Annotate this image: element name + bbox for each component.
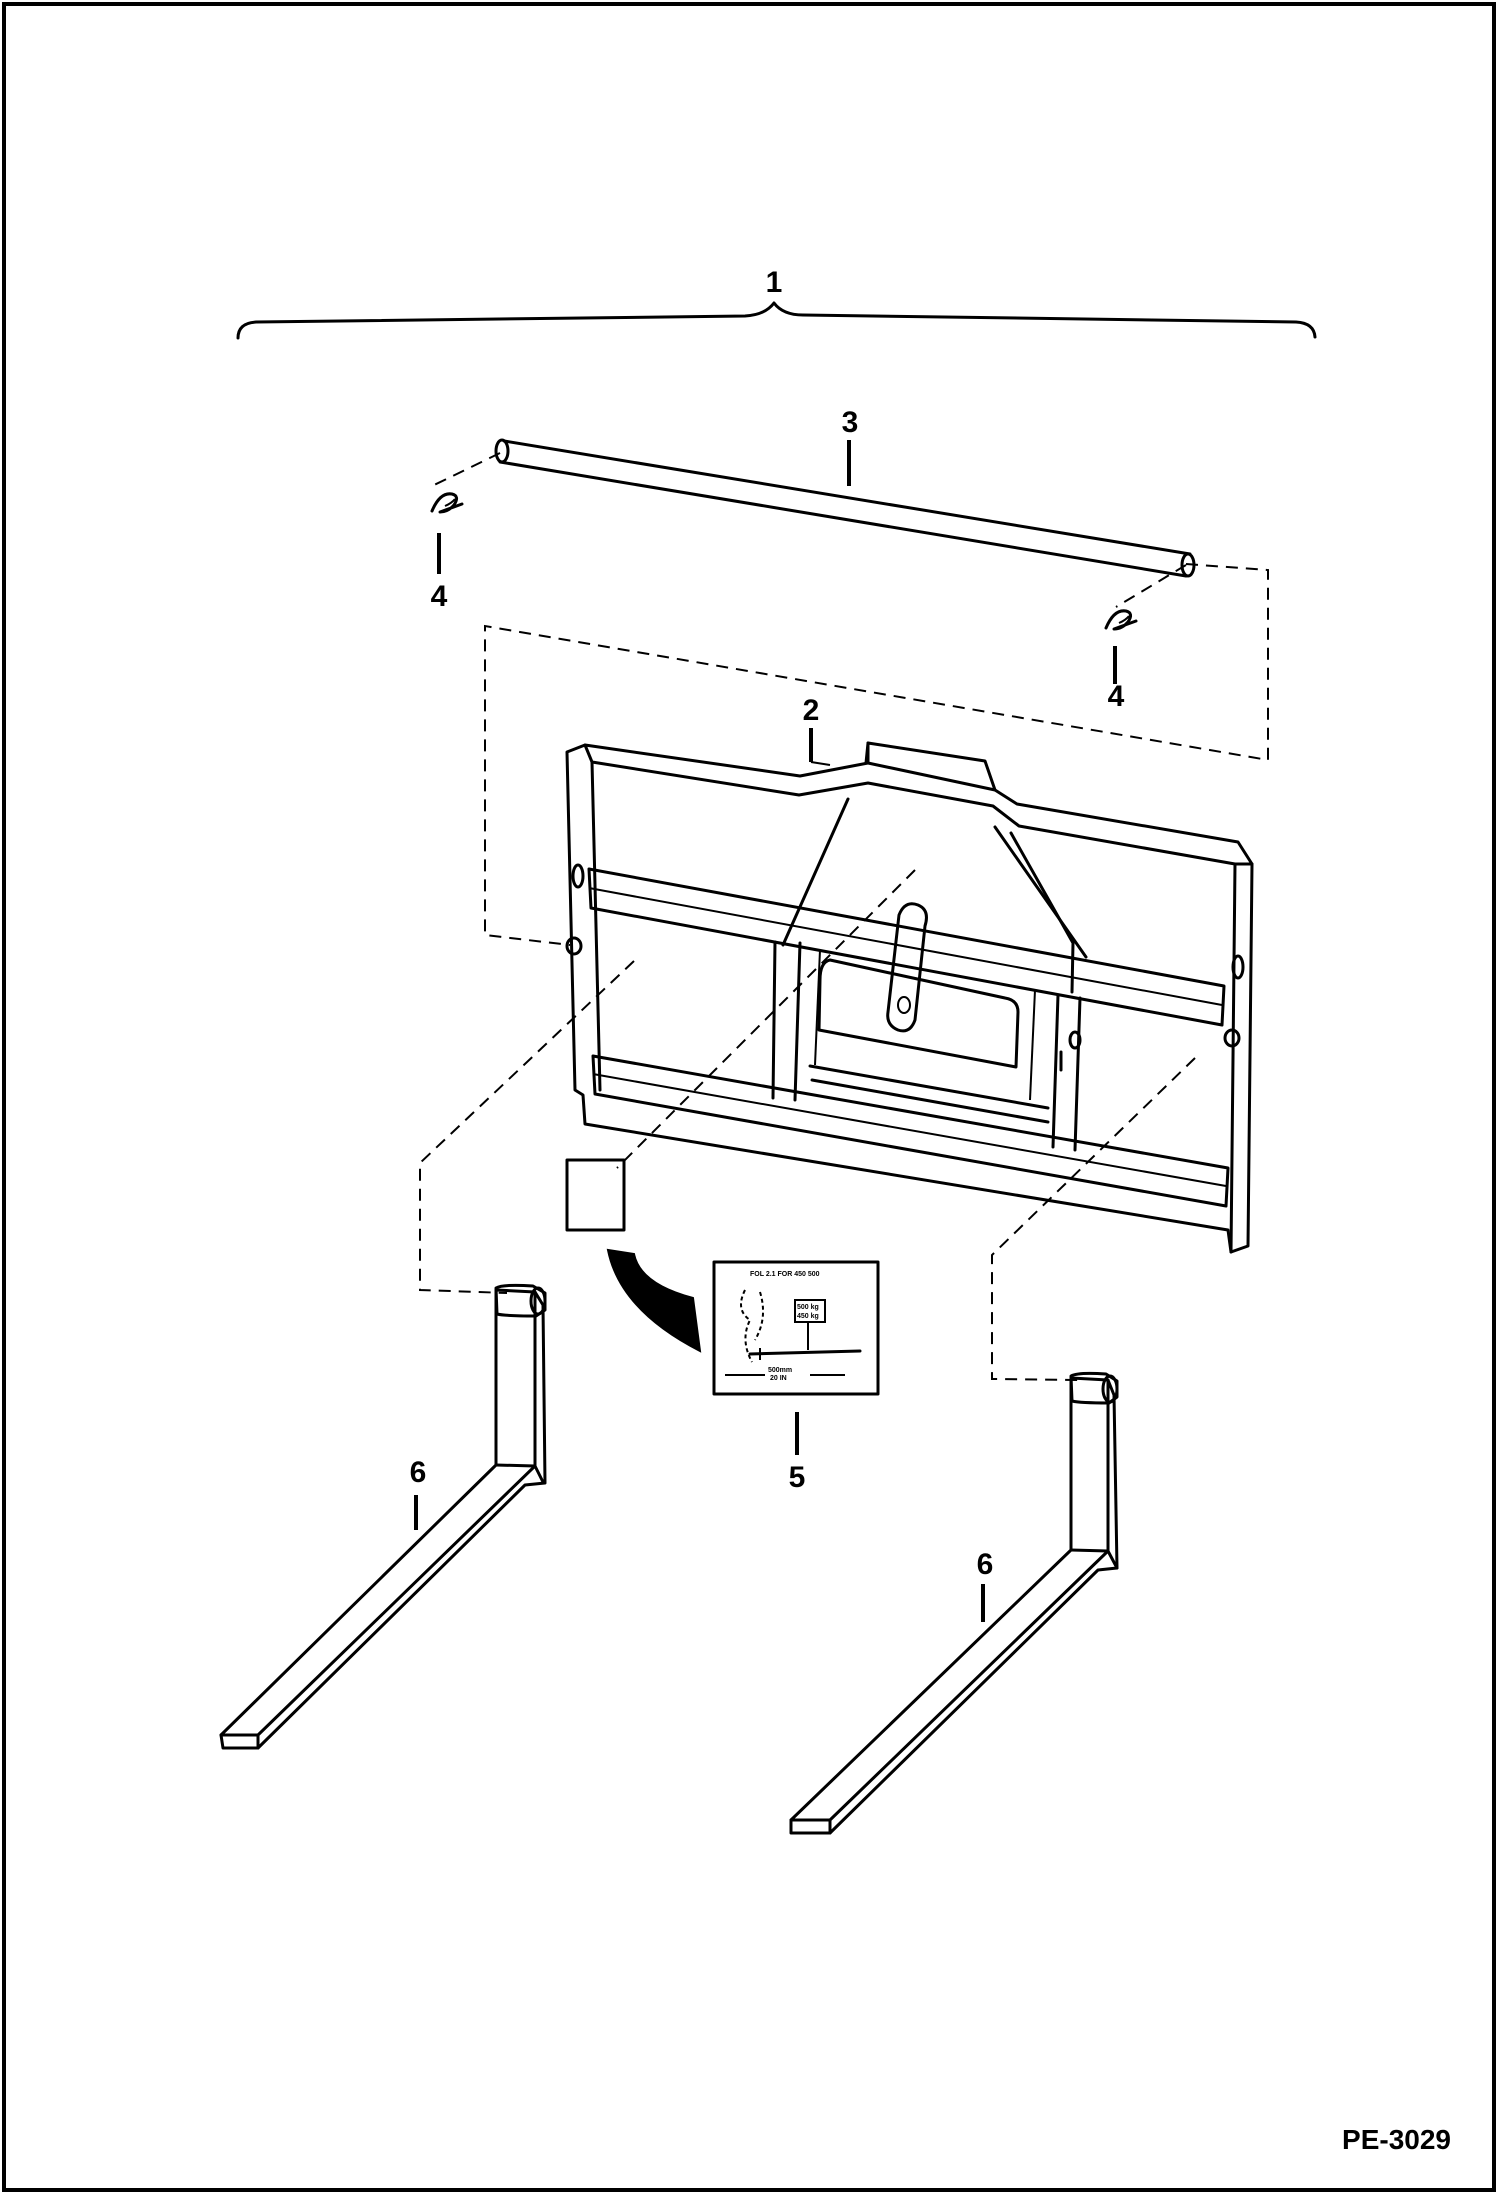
callout-6-right: 6 [977, 1548, 994, 1581]
clip-left [430, 492, 464, 514]
figure-code: PE-3029 [1342, 2124, 1451, 2155]
fork-left [219, 1283, 547, 1750]
clip-right [1104, 609, 1138, 631]
callout-6-left: 6 [410, 1456, 427, 1489]
callout-2: 2 [803, 694, 820, 727]
fork-right [789, 1371, 1119, 1835]
decal-arrow [606, 1248, 702, 1353]
callout-4-left: 4 [431, 580, 448, 613]
fork-frame [565, 741, 1254, 1254]
svg-text:20 IN: 20 IN [770, 1375, 787, 1382]
callout-1: 1 [766, 266, 783, 299]
svg-text:FOL 2.1 FOR 450 500: FOL 2.1 FOR 450 500 [750, 1271, 820, 1278]
callout-5: 5 [789, 1461, 806, 1494]
assembly-dashed-lines [419, 452, 1269, 1381]
decal-location [565, 1158, 626, 1232]
svg-text:500mm: 500mm [768, 1367, 792, 1374]
leader-2-tick [810, 761, 831, 766]
svg-text:500 kg: 500 kg [797, 1304, 819, 1311]
callout-4-right: 4 [1108, 680, 1125, 713]
callout-3: 3 [842, 406, 859, 439]
decal: FOL 2.1 FOR 450 500 500 kg 450 kg 500mm … [712, 1260, 880, 1396]
svg-text:450 kg: 450 kg [797, 1313, 819, 1320]
pin [494, 438, 1196, 578]
assembly-brace [236, 301, 1317, 340]
